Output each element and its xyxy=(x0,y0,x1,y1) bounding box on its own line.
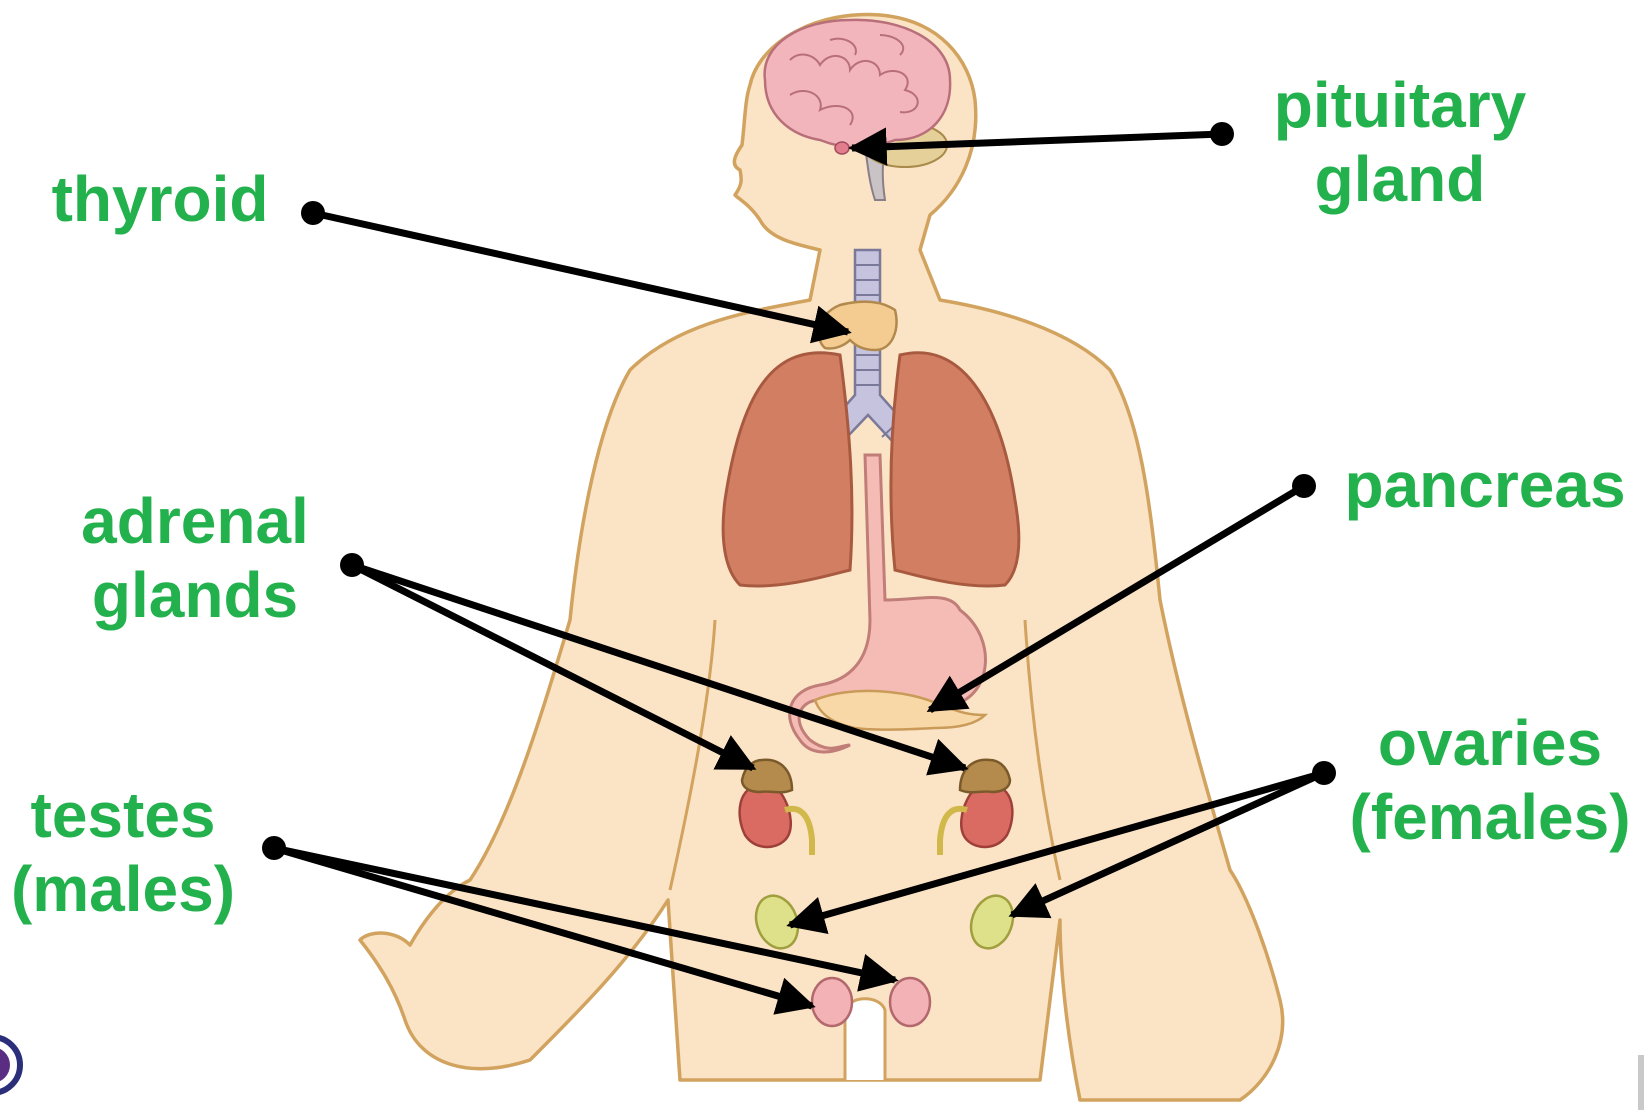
pituitary-gland xyxy=(835,142,849,154)
label-pancreas: pancreas xyxy=(1335,448,1635,522)
label-pituitary-gland: pituitary gland xyxy=(1250,68,1550,216)
label-testes: testes (males) xyxy=(8,778,238,926)
label-thyroid: thyroid xyxy=(40,162,280,236)
label-ovaries: ovaries (females) xyxy=(1340,706,1640,854)
label-adrenal-glands: adrenal glands xyxy=(70,484,320,632)
